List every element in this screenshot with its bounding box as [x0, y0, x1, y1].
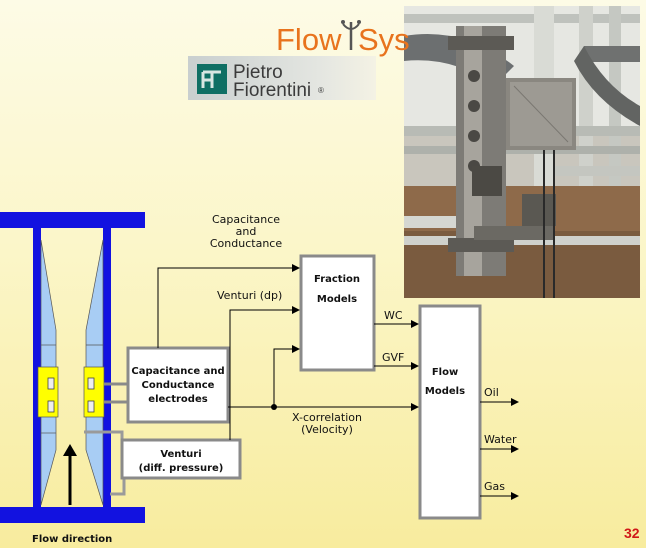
pf-logo: Pietro Fiorentini ® — [197, 62, 324, 101]
flowsys-text-sys: Sys — [358, 22, 410, 57]
pf-text-line2: Fiorentini — [233, 80, 311, 101]
fraction-models-label-2: Models — [317, 294, 357, 305]
flow-models-label-1: Flow — [432, 367, 458, 378]
flow-arrow-icon — [63, 444, 77, 456]
capacitance-label-3: Conductance — [210, 237, 282, 250]
venturi-box — [120, 438, 242, 480]
flowsys-trident-icon — [341, 20, 361, 50]
flowsys-text-flow: Flow — [276, 22, 342, 57]
pf-text-line1: Pietro — [233, 62, 283, 83]
flow-direction-label: Flow direction — [32, 534, 112, 545]
electrodes-label-1: Capacitance and — [131, 366, 224, 377]
wc-label: WC — [384, 309, 403, 322]
installation-photo — [404, 6, 640, 298]
capacitance-label-1: Capacitance — [212, 213, 280, 226]
fraction-models-label-1: Fraction — [314, 274, 360, 285]
xcorr-label-1: X-correlation — [292, 411, 362, 424]
gas-label: Gas — [484, 480, 505, 493]
flow-models-label-2: Models — [425, 386, 465, 397]
junction-dot — [271, 404, 277, 410]
signal-lines — [157, 264, 519, 500]
water-label: Water — [484, 433, 517, 446]
venturi-meter — [0, 212, 145, 523]
flowsys-logo: Flow Sys — [276, 20, 410, 57]
gvf-label: GVF — [382, 351, 404, 364]
capacitance-label-2: and — [236, 225, 257, 238]
venturi-box-label-1: Venturi — [160, 449, 201, 460]
electrodes-label-3: electrodes — [148, 394, 207, 405]
venturi-dp-label: Venturi (dp) — [217, 289, 282, 302]
flow-models-box — [418, 304, 482, 520]
electrodes-label-2: Conductance — [142, 380, 215, 391]
pf-registered-mark: ® — [318, 86, 324, 95]
xcorr-label-2: (Velocity) — [301, 423, 353, 436]
electrodes-box — [126, 346, 230, 424]
venturi-box-label-2: (diff. pressure) — [139, 463, 224, 474]
oil-label: Oil — [484, 386, 499, 399]
fraction-models-box — [299, 254, 376, 372]
page-number: 32 — [624, 525, 640, 541]
